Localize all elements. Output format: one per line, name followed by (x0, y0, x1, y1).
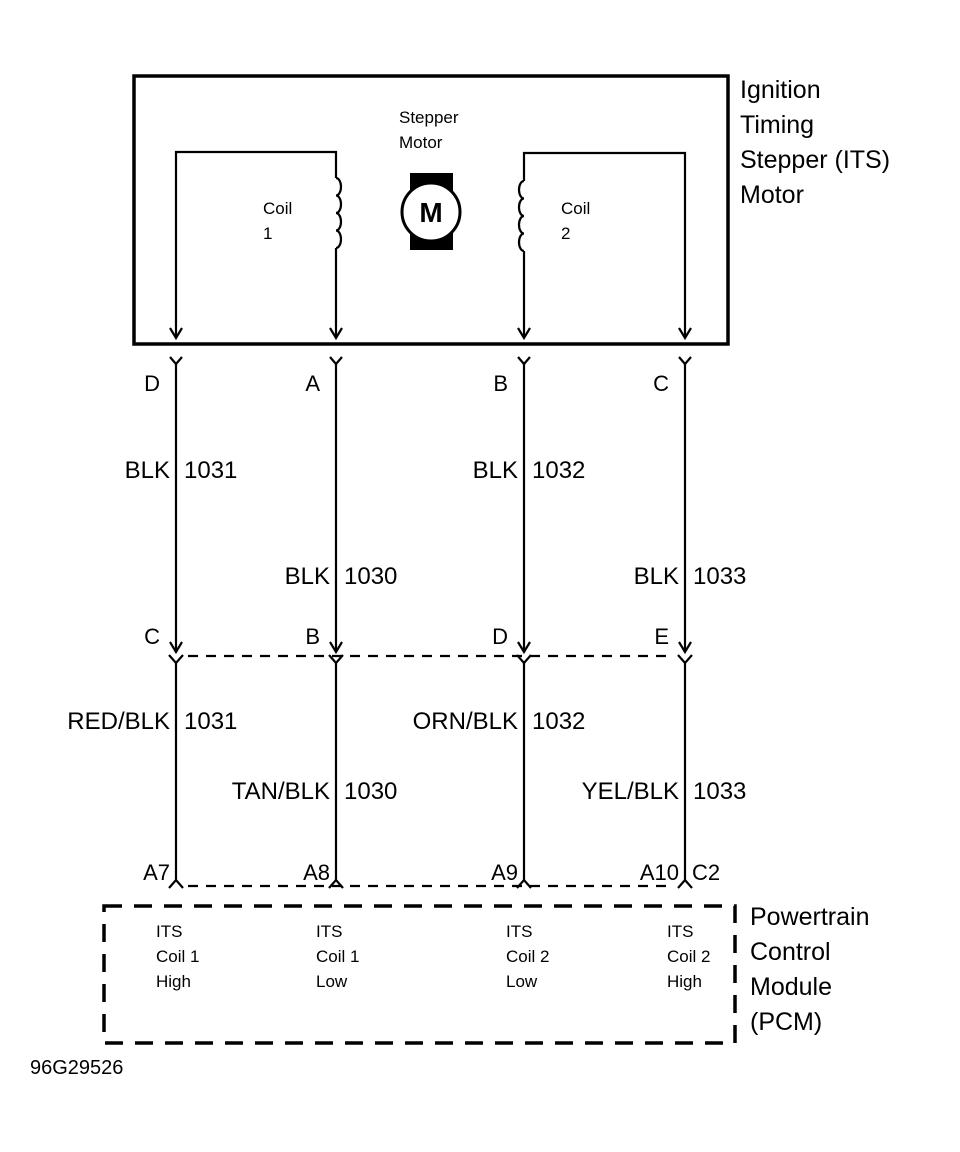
upper-pin-label: C (653, 371, 669, 396)
stepper-motor-label-2: Motor (399, 133, 443, 152)
connector-female-icon (517, 356, 531, 366)
pcm-function-line: Coil 2 (506, 947, 549, 966)
connector-male-icon (677, 878, 693, 889)
circuit-number-label: 1033 (693, 563, 746, 590)
pcm-pin-label: A9 (491, 860, 518, 885)
mid-pin-label: B (305, 624, 320, 649)
pcm-function-label: ITS Coil 2 Low (506, 922, 549, 991)
its-title-line-1: Ignition (740, 76, 821, 104)
wire-color-label: BLK (125, 457, 170, 484)
coil-1-label-2: 1 (263, 224, 272, 243)
pcm-function-label: ITS Coil 1 High (156, 922, 199, 991)
pcm-function-line: ITS (316, 922, 342, 941)
wire-color-label: TAN/BLK (232, 778, 330, 805)
pcm-title: Powertrain Control Module (PCM) (750, 903, 870, 1036)
arrow-down-icon (517, 327, 531, 341)
upper-pin-label: D (144, 371, 160, 396)
circuit-number-label: 1033 (693, 778, 746, 805)
pcm-function-line: High (156, 972, 191, 991)
wire-color-label: BLK (473, 457, 518, 484)
pcm-connector-label: C2 (692, 860, 720, 885)
arrow-down-icon (169, 641, 183, 655)
pcm-pin-label: A7 (143, 860, 170, 885)
mid-pin-label: D (492, 624, 508, 649)
pcm-function-line: ITS (156, 922, 182, 941)
motor-icon: M (400, 173, 462, 250)
pcm-box (102, 904, 737, 1045)
circuit-number-label: 1030 (344, 563, 397, 590)
pcm-title-line-1: Powertrain (750, 903, 870, 931)
pcm-function-line: ITS (667, 922, 693, 941)
coil-1-circuit (169, 150, 343, 341)
pcm-function-line: Coil 1 (316, 947, 359, 966)
upper-pin-label: B (493, 371, 508, 396)
connector-female-icon (678, 356, 692, 366)
wire-color-label: YEL/BLK (582, 778, 679, 805)
arrow-down-icon (517, 641, 531, 655)
coil-2-inductor-icon (517, 179, 525, 253)
circuit-number-label: 1032 (532, 457, 585, 484)
its-title-line-3: Stepper (ITS) (740, 146, 890, 174)
its-motor-title: Ignition Timing Stepper (ITS) Motor (740, 76, 890, 209)
wire-color-label: BLK (285, 563, 330, 590)
pcm-function-line: Coil 1 (156, 947, 199, 966)
connector-female-icon (169, 356, 183, 366)
pcm-function-line: Coil 2 (667, 947, 710, 966)
stepper-motor-label-1: Stepper (399, 108, 459, 127)
its-motor-box (132, 74, 730, 346)
motor-symbol-letter: M (419, 197, 442, 228)
connector-female-icon (168, 654, 184, 665)
wire-layer (168, 356, 693, 889)
circuit-number-label: 1031 (184, 708, 237, 735)
connector-female-icon (677, 654, 693, 665)
pcm-pin-label: A8 (303, 860, 330, 885)
pcm-function-line: Low (316, 972, 348, 991)
coil-2-circuit (517, 151, 692, 341)
figure-id: 96G29526 (30, 1057, 123, 1079)
pcm-title-line-2: Control (750, 938, 831, 966)
connector-female-icon (329, 356, 343, 366)
mid-pin-label: C (144, 624, 160, 649)
pcm-function-label: ITS Coil 2 High (667, 922, 710, 991)
coil-2-label-1: Coil (561, 199, 590, 218)
wire-color-label: RED/BLK (67, 708, 170, 735)
pcm-title-line-4: (PCM) (750, 1008, 822, 1036)
circuit-number-label: 1032 (532, 708, 585, 735)
pcm-function-line: ITS (506, 922, 532, 941)
pcm-function-line: Low (506, 972, 538, 991)
pcm-function-label: ITS Coil 1 Low (316, 922, 359, 991)
arrow-down-icon (329, 641, 343, 655)
pcm-pin-label: A10 (640, 860, 679, 885)
wire-color-label: ORN/BLK (413, 708, 518, 735)
arrow-down-icon (329, 327, 343, 341)
coil-2-label-2: 2 (561, 224, 570, 243)
arrow-down-icon (169, 327, 183, 341)
pcm-title-line-3: Module (750, 973, 832, 1001)
upper-pin-label: A (305, 371, 320, 396)
its-title-line-4: Motor (740, 181, 804, 209)
wire-color-label: BLK (634, 563, 679, 590)
coil-1-label-1: Coil (263, 199, 292, 218)
circuit-number-label: 1030 (344, 778, 397, 805)
its-title-line-2: Timing (740, 111, 814, 139)
coil-1-inductor-icon (335, 176, 343, 250)
circuit-number-label: 1031 (184, 457, 237, 484)
arrow-down-icon (678, 327, 692, 341)
connector-male-icon (168, 878, 184, 889)
pcm-function-line: High (667, 972, 702, 991)
mid-pin-label: E (654, 624, 669, 649)
arrow-down-icon (678, 641, 692, 655)
